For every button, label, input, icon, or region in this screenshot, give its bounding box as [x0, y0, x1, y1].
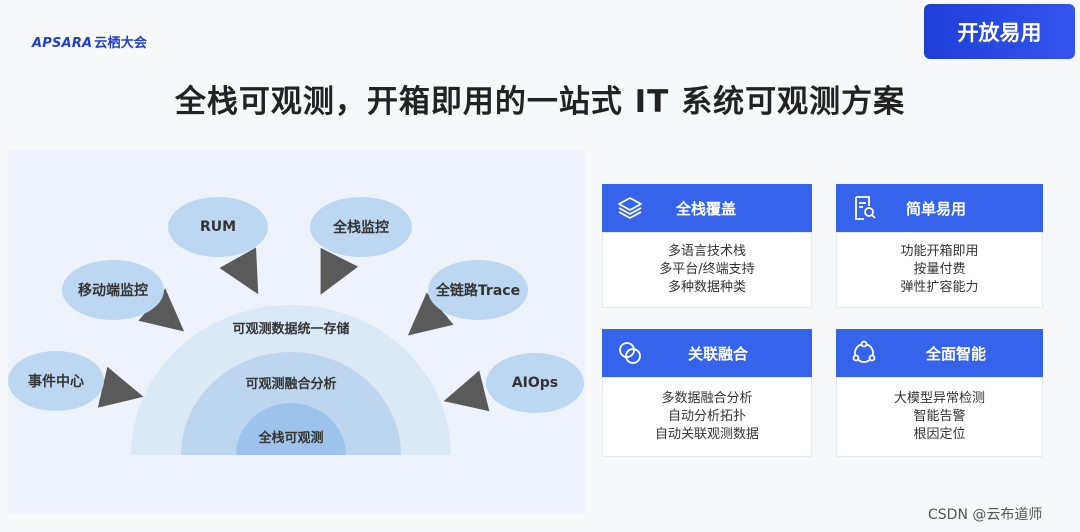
arrow-aiops [443, 370, 490, 412]
document-search-icon [855, 196, 876, 220]
card-fusion-title: 关联融合 [688, 345, 749, 363]
card-easy-title: 简单易用 [906, 200, 967, 218]
inner-arc [236, 403, 346, 455]
bubble-mobile-monitor: 移动端监控 [62, 260, 164, 320]
card-line: 多平台/终端支持 [659, 262, 755, 277]
open-easy-badge: 开放易用 [924, 4, 1075, 59]
arrow-event [97, 366, 144, 408]
slide-title: 全栈可观测，开箱即用的一站式 IT 系统可观测方案 [174, 84, 906, 120]
arrow-rum [219, 247, 259, 295]
logo-cn: 云栖大会 [94, 36, 148, 51]
observability-diagram-panel: RUM 全栈监控 移动端监控 全链路Trace 事件中心 AIOps 可观测数据… [8, 150, 585, 513]
arrow-fullstack [320, 247, 359, 295]
card-line: 多数据融合分析 [661, 391, 753, 406]
card-easy-body: 功能开箱即用 按量付费 弹性扩容能力 [836, 232, 1043, 308]
card-smart-body: 大模型异常检测 智能告警 根因定位 [836, 377, 1043, 457]
card-fullstack-title: 全栈覆盖 [676, 200, 737, 218]
layer-unified-storage: 可观测数据统一存储 [232, 322, 350, 337]
card-line: 多种数据种类 [667, 280, 746, 295]
card-line: 按量付费 [913, 262, 966, 277]
card-line: 功能开箱即用 [900, 244, 979, 259]
arrow-mobile [138, 288, 185, 332]
card-fullstack-header: 全栈覆盖 [602, 184, 812, 232]
card-line: 智能告警 [913, 409, 966, 424]
layer-full-stack: 全栈可观测 [258, 431, 324, 446]
card-line: 多语言技术栈 [667, 244, 746, 259]
card-line: 根因定位 [913, 427, 966, 442]
card-smart-header: 全面智能 [836, 329, 1043, 377]
layers-icon [618, 197, 642, 219]
logo-en: APSARA [32, 36, 93, 51]
diagram-graphics [97, 247, 490, 455]
card-fusion-body: 多数据融合分析 自动分析拓扑 自动关联观测数据 [602, 377, 812, 457]
card-fullstack-body: 多语言技术栈 多平台/终端支持 多种数据种类 [602, 232, 812, 308]
bubble-event-center: 事件中心 [8, 351, 104, 411]
bubble-rum: RUM [168, 197, 268, 257]
card-line: 弹性扩容能力 [900, 280, 979, 295]
layer-fusion-analysis: 可观测融合分析 [245, 377, 337, 392]
card-line: 自动分析拓扑 [667, 409, 746, 424]
bubble-aiops: AIOps [486, 353, 584, 413]
network-nodes-icon [852, 340, 876, 363]
bubble-fullstack-monitor: 全栈监控 [310, 197, 412, 257]
csdn-watermark: CSDN @云布道师 [928, 507, 1043, 523]
card-line: 自动关联观测数据 [654, 427, 759, 442]
arrow-trace [407, 292, 454, 336]
card-easy-header: 简单易用 [836, 184, 1043, 232]
card-line: 大模型异常检测 [893, 391, 985, 406]
card-fusion-header: 关联融合 [602, 329, 812, 377]
bubble-trace: 全链路Trace [428, 260, 528, 320]
link-rings-icon [619, 342, 641, 364]
card-smart-title: 全面智能 [926, 345, 987, 363]
